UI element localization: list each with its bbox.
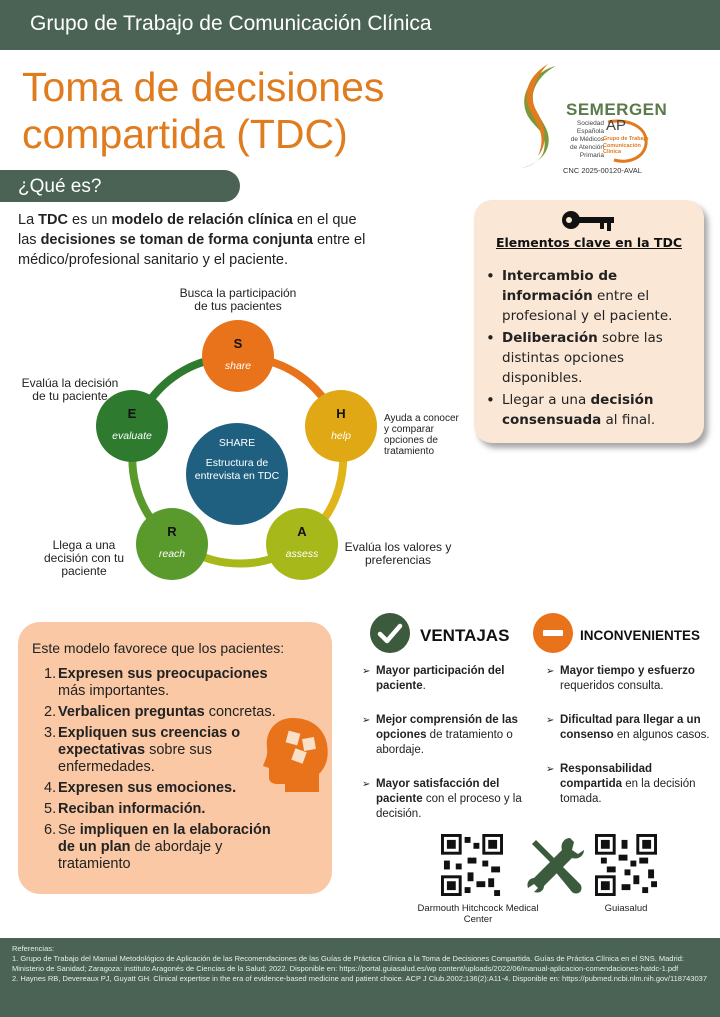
- reference-1: 1. Grupo de Trabajo del Manual Metodológ…: [12, 954, 684, 973]
- page-title: Toma de decisiones compartida (TDC): [22, 64, 462, 158]
- header-bar: Grupo de Trabajo de Comunicación Clínica: [0, 0, 720, 50]
- list-item: Llegar a una decisión consensuada al fin…: [484, 390, 702, 430]
- list-item: 3.Expliquen sus creencias o expectativas…: [44, 725, 241, 775]
- check-icon: [370, 613, 410, 653]
- label-share: Busca la participación de tus pacientes: [179, 286, 297, 313]
- qr-code-guiasalud[interactable]: [595, 834, 657, 896]
- qr-label-dartmouth: Darmouth Hitchcock Medical Center: [417, 903, 539, 925]
- intro-paragraph: La TDC es un modelo de relación clínica …: [18, 212, 366, 268]
- head-puzzle-icon: [263, 718, 328, 792]
- references-heading: Referencias:: [12, 944, 55, 953]
- benefits-box: Este modelo favorece que los pacientes: …: [18, 622, 332, 894]
- arrow-icon: ➢: [362, 715, 371, 726]
- minus-icon: [533, 613, 573, 653]
- list-item: 5.Reciban información.: [44, 801, 206, 817]
- qr-code-dartmouth[interactable]: [441, 834, 503, 896]
- node-share: S share: [202, 320, 274, 392]
- node-assess: A assess: [266, 508, 338, 580]
- inconvenientes-list: ➢Mayor tiempo y esfuerzo requeridos cons…: [546, 664, 714, 826]
- references-footer: Referencias: 1. Grupo de Trabajo del Man…: [0, 938, 720, 1017]
- references-text: Referencias: 1. Grupo de Trabajo del Man…: [12, 944, 708, 984]
- list-item: ➢Responsabilidad compartida en la decisi…: [546, 763, 696, 805]
- header-title: Grupo de Trabajo de Comunicación Clínica: [30, 12, 432, 35]
- benefits-intro: Este modelo favorece que los pacientes:: [32, 640, 285, 656]
- arrow-icon: ➢: [546, 666, 555, 677]
- share-center: SHARE Estructura de entrevista en TDC: [186, 423, 288, 525]
- key-elements-title: Elementos clave en la TDC: [495, 235, 683, 250]
- list-item: ➢Mayor satisfacción del paciente con el …: [362, 778, 522, 820]
- list-item: 2.Verbalicen preguntas concretas.: [44, 704, 276, 720]
- arrow-icon: ➢: [546, 764, 555, 775]
- ventajas-title: VENTAJAS: [420, 626, 510, 645]
- benefits-list: 1.Expresen sus preocupaciones más import…: [40, 666, 280, 877]
- section-tab-label: ¿Qué es?: [18, 176, 102, 197]
- label-evaluate: Evalúa la decisión de tu paciente: [21, 376, 119, 403]
- semergen-logo: SEMERGEN Sociedad Española de Médicos de…: [508, 60, 667, 180]
- logo-code: CNC 2025-00120-AVAL: [563, 166, 642, 175]
- list-item: ➢Mayor tiempo y esfuerzo requeridos cons…: [546, 665, 695, 692]
- list-item: 1.Expresen sus preocupaciones más import…: [44, 666, 268, 699]
- arrow-icon: ➢: [546, 715, 555, 726]
- qr-label-guiasalud: Guiasalud: [604, 903, 648, 914]
- ventajas-list: ➢Mayor participación del paciente. ➢Mejo…: [362, 664, 524, 841]
- reference-2: 2. Haynes RB, Devereaux PJ, Guyatt GH. C…: [12, 974, 707, 983]
- list-item: 4.Expresen sus emociones.: [44, 780, 237, 796]
- list-item: 6.Se impliquen en la elaboración de un p…: [44, 822, 271, 872]
- tools-icon: [527, 838, 584, 894]
- logo-subtitle: Sociedad Española de Médicos de Atención…: [570, 120, 604, 159]
- page-title-line1: Toma de decisiones: [22, 64, 385, 110]
- list-item: Deliberación sobre las distintas opcione…: [484, 328, 702, 388]
- label-assess: Evalúa los valores y preferencias: [344, 540, 452, 567]
- node-reach: R reach: [136, 508, 208, 580]
- list-item: ➢Mayor participación del paciente.: [362, 665, 505, 692]
- arrow-icon: ➢: [362, 666, 371, 677]
- label-help: Ayuda a conocer y comparar opciones de t…: [384, 413, 459, 457]
- node-help: H help: [305, 390, 377, 462]
- share-diagram: S share H help A assess R reach E evalua…: [0, 280, 470, 600]
- arrow-icon: ➢: [362, 779, 371, 790]
- list-item: Intercambio de información entre el prof…: [484, 266, 702, 326]
- key-icon: [562, 211, 614, 231]
- list-item: ➢Dificultad para llegar a un consenso en…: [546, 714, 710, 741]
- section-tab-que-es: ¿Qué es?: [0, 170, 240, 202]
- key-elements-list: Intercambio de información entre el prof…: [484, 266, 702, 432]
- share-center-subtitle: Estructura de entrevista en TDC: [194, 457, 280, 482]
- logo-brand: SEMERGEN: [566, 100, 668, 119]
- list-item: ➢Mejor comprensión de las opciones de tr…: [362, 714, 518, 756]
- logo-ap: AP: [606, 117, 627, 134]
- key-elements-box: Elementos clave en la TDC Intercambio de…: [474, 200, 704, 443]
- label-reach: Llega a una decisión con tu paciente: [43, 538, 125, 578]
- share-center-title: SHARE: [218, 437, 256, 449]
- logo-group: Grupo de Trabajo Comunicación Clínica: [603, 136, 649, 155]
- semergen-swoosh-icon: [522, 64, 648, 168]
- inconvenientes-title: INCONVENIENTES: [580, 628, 701, 643]
- node-evaluate: E evaluate: [96, 390, 168, 462]
- page-title-line2: compartida (TDC): [22, 111, 348, 157]
